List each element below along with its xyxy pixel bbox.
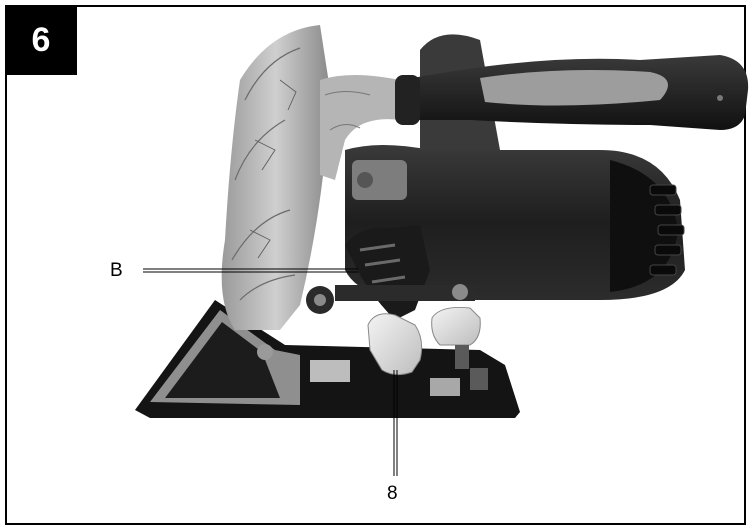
callout-line-b	[143, 268, 358, 273]
callout-label-b: B	[110, 260, 123, 281]
callout-label-8: 8	[387, 483, 398, 504]
blade-guard	[221, 25, 330, 330]
figure-number-badge: 6	[5, 5, 77, 75]
figure-number: 6	[31, 20, 51, 59]
motor-housing	[345, 145, 685, 300]
lever-knob	[367, 313, 423, 376]
callout-line-8	[393, 370, 398, 476]
